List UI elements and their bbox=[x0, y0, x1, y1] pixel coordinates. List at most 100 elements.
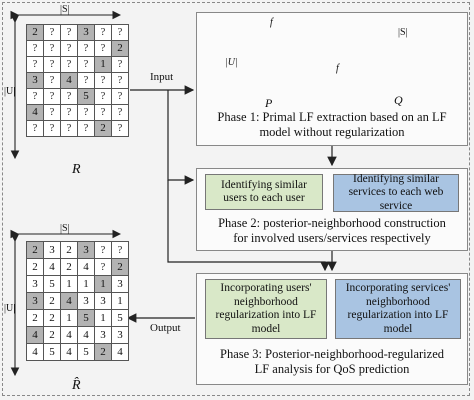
r-matrix-cell: 4 bbox=[26, 104, 44, 121]
r-matrix-cell: ? bbox=[111, 120, 129, 137]
p-col-dim-label: f bbox=[270, 17, 273, 28]
r-matrix-cell: ? bbox=[111, 72, 129, 89]
r-matrix-cell: ? bbox=[77, 120, 95, 137]
rhat-matrix-cell: 5 bbox=[43, 275, 61, 293]
input-to-phase2-arrow bbox=[167, 90, 195, 185]
r-matrix-cell: 3 bbox=[26, 72, 44, 89]
phase2-users-box: Identifying similar users to each user bbox=[205, 174, 323, 210]
q-matrix-label: Q bbox=[394, 93, 403, 107]
r-matrix-cell: ? bbox=[43, 88, 61, 105]
rhat-matrix-cell: 4 bbox=[60, 326, 78, 344]
r-matrix-cell: ? bbox=[111, 24, 129, 41]
outer-dashed-frame bbox=[2, 2, 470, 396]
rhat-matrix-cell: 3 bbox=[111, 326, 129, 344]
r-matrix-cell: 3 bbox=[77, 24, 95, 41]
r-matrix-cell: ? bbox=[43, 56, 61, 73]
output-label: Output bbox=[150, 322, 181, 334]
phase3-services-box: Incorporating services' neighborhood reg… bbox=[335, 279, 461, 339]
input-to-phase3-arrow bbox=[167, 180, 330, 272]
rhat-matrix-cell: 5 bbox=[77, 309, 95, 327]
r-matrix-cell: ? bbox=[60, 120, 78, 137]
r-matrix-cell: ? bbox=[94, 104, 112, 121]
phase1-text: Phase 1: Primal LF extraction based on a… bbox=[197, 110, 467, 140]
rhat-matrix-cell: 3 bbox=[94, 326, 112, 344]
rhat-matrix-cell: 4 bbox=[111, 343, 129, 361]
r-matrix-cell: ? bbox=[60, 40, 78, 57]
r-matrix-cell: ? bbox=[43, 72, 61, 89]
rhat-matrix-cell: 2 bbox=[94, 343, 112, 361]
rhat-matrix-cell: ? bbox=[94, 258, 112, 276]
rhat-matrix-cell: 4 bbox=[26, 326, 44, 344]
phase3-text-line1: Phase 3: Posterior-neighborhood-regulari… bbox=[220, 347, 444, 361]
phase3-text: Phase 3: Posterior-neighborhood-regulari… bbox=[197, 347, 467, 377]
rhat-matrix-cell: 2 bbox=[60, 241, 78, 259]
rhat-matrix-cell: ? bbox=[111, 241, 129, 259]
r-matrix-cell: 2 bbox=[26, 24, 44, 41]
rhat-matrix-cell: 2 bbox=[43, 292, 61, 310]
r-matrix-cell: ? bbox=[111, 56, 129, 73]
rhat-col-dim-label: |S| bbox=[60, 223, 70, 234]
p-matrix-label: P bbox=[265, 96, 273, 110]
r-matrix-row: 4????? bbox=[26, 104, 129, 121]
rhat-matrix-cell: 2 bbox=[60, 258, 78, 276]
rhat-matrix-cell: 5 bbox=[77, 343, 95, 361]
r-matrix-cell: ? bbox=[43, 104, 61, 121]
rhat-matrix-cell: 3 bbox=[77, 292, 95, 310]
r-matrix-cell: ? bbox=[94, 24, 112, 41]
r-matrix-row: ????2? bbox=[26, 120, 129, 137]
rhat-matrix-cell: 1 bbox=[60, 275, 78, 293]
r-matrix-cell: ? bbox=[60, 88, 78, 105]
r-matrix-cell: 1 bbox=[94, 56, 112, 73]
rhat-matrix-cell: 1 bbox=[94, 275, 112, 293]
r-matrix-cell: ? bbox=[77, 40, 95, 57]
r-matrix-row: 3?4??? bbox=[26, 72, 129, 89]
phase1-text-line1: Phase 1: Primal LF extraction based on a… bbox=[217, 110, 447, 124]
r-matrix-cell: 2 bbox=[94, 120, 112, 137]
r-matrix-cell: ? bbox=[77, 72, 95, 89]
rhat-matrix-cell: 1 bbox=[94, 309, 112, 327]
r-matrix-cell: ? bbox=[94, 88, 112, 105]
r-matrix-cell: ? bbox=[26, 56, 44, 73]
phase2-box: Identifying similar users to each user I… bbox=[196, 168, 468, 251]
rhat-row-dim-label: |U| bbox=[4, 303, 16, 314]
phase3-text-line2: LF analysis for QoS prediction bbox=[254, 362, 410, 376]
rhat-matrix-cell: 1 bbox=[60, 309, 78, 327]
r-matrix-row: ?????2 bbox=[26, 40, 129, 57]
rhat-matrix-cell: 4 bbox=[60, 343, 78, 361]
r-matrix-cell: ? bbox=[26, 88, 44, 105]
phase2-text-line1: Phase 2: posterior-neighborhood construc… bbox=[218, 216, 446, 230]
r-matrix-cell: ? bbox=[26, 120, 44, 137]
phase2-text: Phase 2: posterior-neighborhood construc… bbox=[197, 216, 467, 246]
r-matrix-cell: ? bbox=[60, 24, 78, 41]
r-col-dim-label: |S| bbox=[60, 4, 70, 15]
r-matrix-cell: ? bbox=[60, 104, 78, 121]
r-row-dim-label: |U| bbox=[4, 86, 16, 97]
q-row-dim-label: f bbox=[336, 63, 339, 74]
rhat-matrix-cell: 2 bbox=[111, 258, 129, 276]
r-matrix-cell: 5 bbox=[77, 88, 95, 105]
r-matrix-cell: ? bbox=[43, 40, 61, 57]
rhat-matrix-cell: 3 bbox=[77, 241, 95, 259]
phase3-box: Incorporating users' neighborhood regula… bbox=[196, 273, 468, 385]
r-matrix-cell: ? bbox=[94, 40, 112, 57]
rhat-matrix-cell: 5 bbox=[111, 309, 129, 327]
r-matrix-cell: ? bbox=[43, 120, 61, 137]
r-matrix-cell: ? bbox=[111, 104, 129, 121]
phase2-text-line2: for involved users/services respectively bbox=[233, 231, 431, 245]
input-matrix-r: 2??3???????2????1?3?4??????5??4?????????… bbox=[26, 24, 129, 137]
rhat-matrix-cell: 2 bbox=[26, 258, 44, 276]
rhat-matrix-cell: 4 bbox=[77, 258, 95, 276]
rhat-matrix-cell: 3 bbox=[94, 292, 112, 310]
input-matrix-label: R bbox=[72, 162, 81, 177]
rhat-matrix-cell: 3 bbox=[26, 292, 44, 310]
r-matrix-row: ????1? bbox=[26, 56, 129, 73]
rhat-matrix-cell: 2 bbox=[43, 326, 61, 344]
r-matrix-cell: ? bbox=[94, 72, 112, 89]
